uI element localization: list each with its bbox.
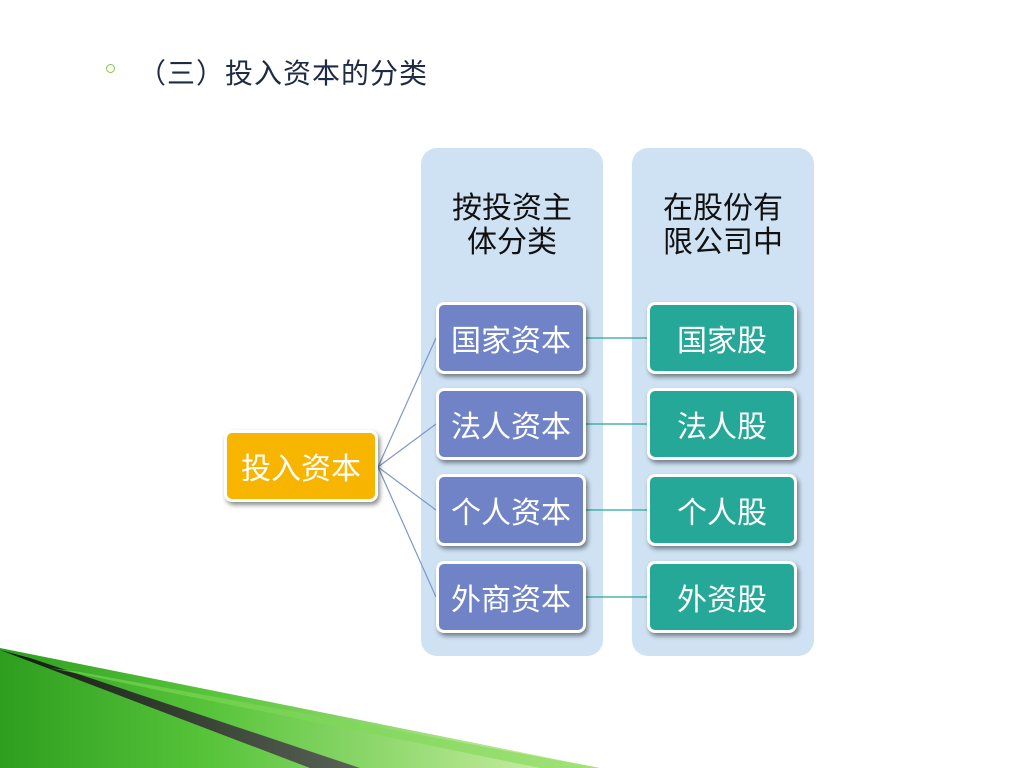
slide-title: （三）投入资本的分类 [138,57,429,90]
column-joint-stock-header: 在股份有 限公司中 [632,192,814,260]
column-header-line: 在股份有 [663,191,783,226]
node-personal-shares: 个人股 [647,474,797,546]
column-header-line: 限公司中 [663,225,783,260]
node-legal-person-capital: 法人资本 [436,388,586,460]
node-foreign-capital: 外商资本 [436,561,586,633]
node-state-capital: 国家资本 [436,302,586,374]
column-by-investor-header: 按投资主 体分类 [421,192,603,260]
node-foreign-shares: 外资股 [647,561,797,633]
node-legal-person-shares: 法人股 [647,388,797,460]
bullet-icon [106,64,115,73]
column-header-line: 按投资主 [452,191,572,226]
root-node-invested-capital: 投入资本 [224,430,378,502]
column-header-line: 体分类 [467,225,557,260]
node-personal-capital: 个人资本 [436,474,586,546]
node-state-shares: 国家股 [647,302,797,374]
